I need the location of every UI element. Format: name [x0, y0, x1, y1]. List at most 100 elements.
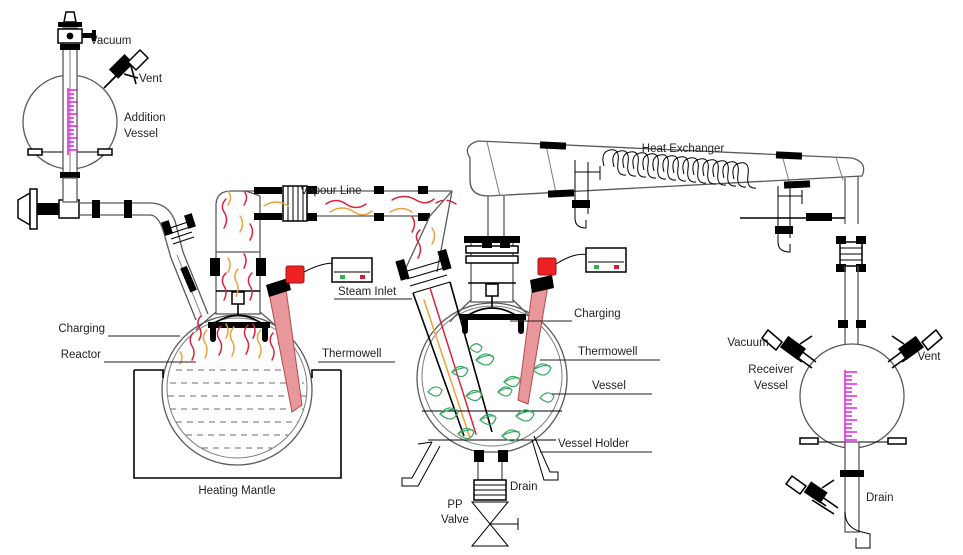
hx-coolant-inlet: [572, 160, 601, 229]
hx-flange-b2: [783, 180, 811, 189]
addition-vessel-graduations: [67, 88, 78, 155]
extraction-diptube-flow-b: [423, 299, 471, 439]
label-vent-receiver: Vent: [917, 351, 941, 363]
receiver-drain-clamp: [840, 470, 864, 477]
receiver-vacuum-valve[interactable]: [760, 328, 817, 369]
label-drain-mid: Drain: [510, 481, 537, 493]
charging-clamp-lower: [180, 265, 197, 293]
extraction-sensor-head: [537, 257, 557, 276]
receiver-drain-column: [844, 441, 860, 533]
receiver-downcomer: [740, 176, 866, 360]
extraction-plant-material: [427, 343, 555, 442]
vent-valve-top[interactable]: [103, 48, 150, 89]
charging-bellows: [161, 213, 196, 245]
label-reactor: Reactor: [61, 349, 101, 361]
vapour-flange-1b: [254, 213, 282, 220]
label-thermowell-right: Thermowell: [578, 346, 637, 358]
extraction-vessel-group: [401, 236, 627, 547]
vapour-flange-1t: [254, 187, 282, 194]
label-vessel: Vessel: [592, 380, 626, 392]
extraction-diptube-flow-a: [429, 287, 477, 435]
hx-flange-b1: [547, 189, 575, 198]
addition-cap-collar: [58, 22, 82, 27]
addition-flange-left: [27, 148, 43, 156]
addition-vessel-group: [22, 11, 150, 179]
pipe-clamp-c1: [92, 200, 100, 218]
downcomer-clamp-r: [856, 320, 866, 328]
charging-line-left: [17, 177, 209, 321]
reactor-bulb-inner: [166, 317, 308, 459]
vapour-downleg-bellows: [395, 249, 452, 294]
receiver-vessel-group: [760, 328, 944, 549]
receiver-flange-l: [799, 437, 819, 445]
hx-internal-coil: [602, 149, 757, 189]
charging-inlet-cone: [17, 191, 31, 227]
hx-inlet-elbow-out: [469, 179, 489, 245]
label-vacuum-receiver: Vacuum: [727, 337, 768, 349]
hx-inlet-clamp-r: [500, 236, 510, 248]
vapour-downleg-squiggles: [411, 216, 436, 259]
reactor-thermowell-probe: [266, 262, 349, 413]
label-heat-exchanger: Heat Exchanger: [642, 143, 725, 155]
receiver-drain-assembly: [784, 441, 871, 549]
addition-joint-clamp-1: [60, 44, 80, 50]
heating-mantle: [133, 369, 342, 479]
label-drain-receiver: Drain: [866, 492, 893, 504]
vapour-flange-3b: [374, 213, 384, 221]
vacuum-valve-top[interactable]: [57, 28, 96, 44]
vessel-holder: [401, 435, 559, 487]
return-flange: [806, 213, 832, 221]
vapour-bellows: [282, 185, 308, 222]
extraction-drain-assembly: [470, 450, 519, 547]
vapour-flange-4t: [418, 186, 428, 194]
vapour-line-group: [215, 185, 457, 294]
charging-slant-b: [182, 251, 209, 315]
reactor-vessel-group: [133, 251, 373, 479]
label-vapour-line: Vapour Line: [300, 185, 361, 197]
label-heating-mantle: Heating Mantle: [198, 485, 275, 497]
heat-exchanger-group: [466, 140, 865, 253]
reactor-sensor-head: [285, 265, 305, 284]
hx-partition-4: [835, 156, 844, 181]
vapour-riser-outer: [215, 190, 246, 252]
charging-inlet-plate: [29, 188, 38, 230]
hx-coolant-outlet: [775, 186, 803, 253]
reactor-liquid-level-lines: [168, 369, 306, 449]
label-receiver-vessel-line1: Receiver: [748, 364, 794, 376]
vapour-elbow-fill: [245, 190, 261, 197]
extraction-stirrer-assembly: [460, 282, 526, 334]
vapour-line-squiggles: [221, 190, 457, 241]
extraction-diptube-left: [412, 292, 465, 437]
receiver-drain-valve[interactable]: [784, 474, 839, 515]
label-thermowell-left: Thermowell: [322, 348, 381, 360]
vapour-flange-4b: [418, 213, 430, 221]
addition-joint-clamp-2: [60, 172, 80, 178]
label-vacuum-top: Vacuum: [90, 35, 131, 47]
temperature-controller-right[interactable]: [585, 247, 627, 273]
charging-inlet-threads: [37, 203, 59, 215]
charging-tee: [58, 199, 80, 219]
temperature-controller-left[interactable]: [331, 257, 373, 283]
pp-valve[interactable]: [470, 501, 519, 547]
reactor-neck-clamp-l: [210, 258, 220, 276]
label-charging-left: Charging: [58, 323, 105, 335]
receiver-flange-r: [887, 437, 907, 445]
hx-partition-3: [781, 154, 791, 186]
extraction-diptube-right: [449, 281, 493, 433]
label-steam-inlet: Steam Inlet: [338, 286, 397, 298]
label-charging-right: Charging: [574, 308, 621, 320]
receiver-graduations: [844, 370, 857, 448]
reactor-heat-squiggles: [179, 253, 289, 365]
extraction-neck-flange-2: [465, 255, 519, 264]
label-pp-valve-line2: Valve: [441, 514, 469, 526]
receiver-vent-valve[interactable]: [887, 328, 944, 369]
addition-downcomer: [62, 177, 78, 203]
hx-partition-2: [545, 144, 557, 194]
label-pp-valve-line1: PP: [447, 499, 463, 511]
receiver-drain-outlet: [844, 511, 871, 549]
hx-flange-t2: [775, 151, 803, 160]
extraction-shoulder-l: [449, 299, 472, 323]
label-vent-top: Vent: [139, 73, 163, 85]
vapour-flange-2t: [307, 186, 317, 194]
